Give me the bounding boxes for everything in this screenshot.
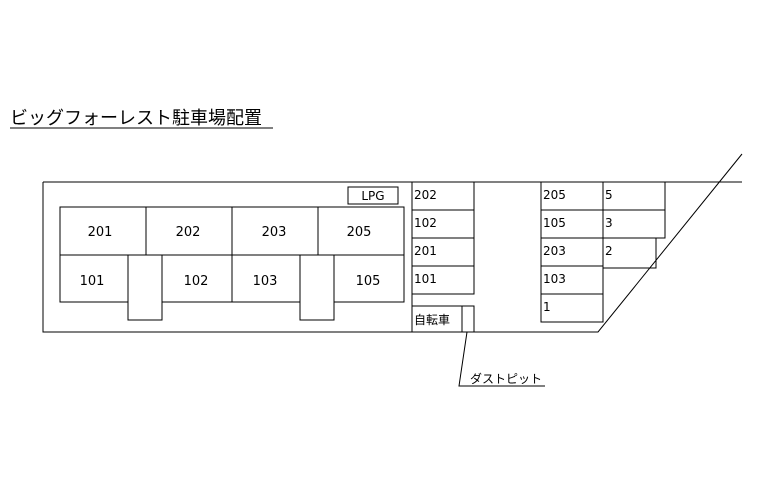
- unit-203-label: 203: [262, 225, 287, 240]
- dust-pit-leader: [458, 331, 545, 387]
- dust-pit-label: ダストピット: [470, 371, 542, 386]
- page-title: ビッグフォーレスト駐車場配置: [10, 108, 262, 129]
- parking-slot-box: [540, 293, 604, 323]
- parking-number-label: 5: [605, 188, 613, 202]
- lpg-box: [347, 186, 399, 205]
- unit-202-label: 202: [176, 225, 201, 240]
- bicycle-label: 自転車: [414, 313, 450, 327]
- unit-102-label: 102: [184, 274, 209, 289]
- parking-number-label: 2: [605, 244, 613, 258]
- unit-101-label: 101: [80, 274, 105, 289]
- parking-label: 205: [543, 188, 566, 202]
- parking-slot-box: [411, 265, 475, 295]
- unit-105-box: [333, 254, 405, 303]
- parking-label: 202: [414, 188, 437, 202]
- parking-label: 101: [414, 272, 437, 286]
- parking-label: 105: [543, 216, 566, 230]
- unit-201-label: 201: [88, 225, 113, 240]
- parking-label: 201: [414, 244, 437, 258]
- lpg-label: LPG: [361, 189, 384, 203]
- unit-103-label: 103: [253, 274, 278, 289]
- parking-label: 1: [543, 300, 551, 314]
- stair-right: [299, 254, 335, 321]
- parking-slot-box: [602, 237, 657, 269]
- stair-left: [127, 254, 163, 321]
- parking-number-label: 3: [605, 216, 613, 230]
- site-boundary: [42, 153, 743, 333]
- unit-105-label: 105: [356, 274, 381, 289]
- parking-label: 203: [543, 244, 566, 258]
- parking-label: 103: [543, 272, 566, 286]
- unit-205-label: 205: [347, 225, 372, 240]
- dust-pit-box: [461, 305, 475, 333]
- parking-label: 102: [414, 216, 437, 230]
